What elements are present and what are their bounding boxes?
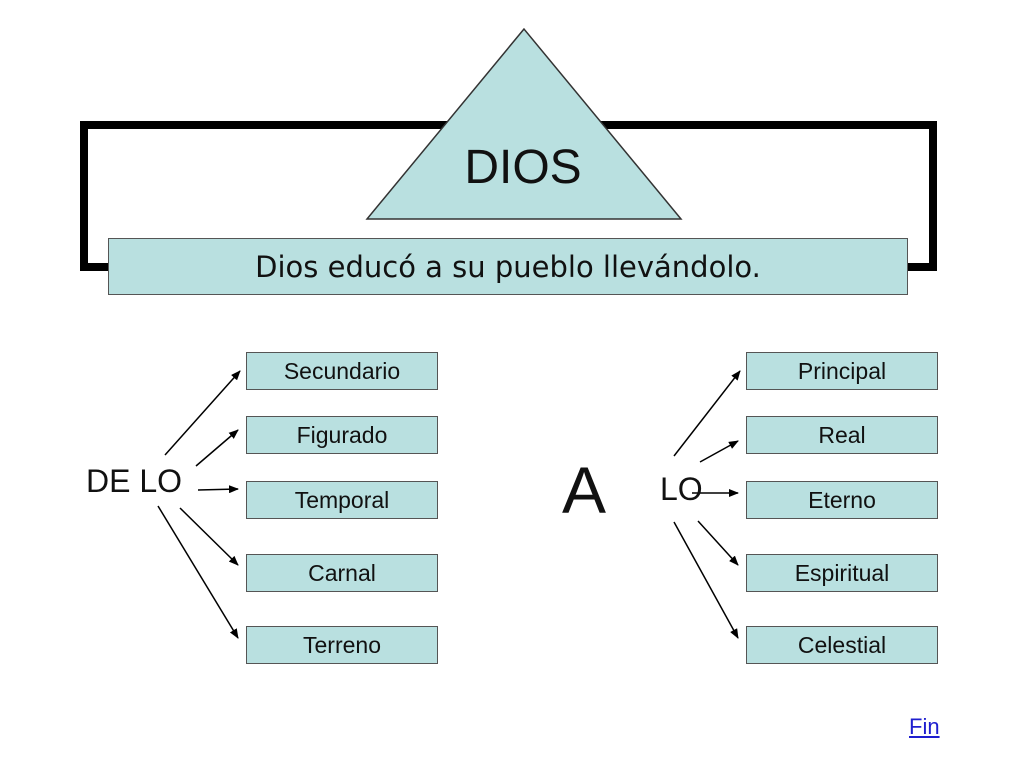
right-prefix: LO <box>660 471 703 507</box>
arrow-terreno <box>157 505 239 639</box>
dios-triangle <box>365 27 683 220</box>
arrow-carnal <box>179 507 239 566</box>
left-box-figurado: Figurado <box>246 416 438 454</box>
left-box-carnal: Carnal <box>246 554 438 592</box>
fin-link[interactable]: Fin <box>909 714 940 739</box>
left-prefix: DE LO <box>86 463 183 499</box>
arrow-temporal <box>197 485 239 494</box>
right-box-celestial: Celestial <box>746 626 938 664</box>
middle-connector: A <box>562 453 607 527</box>
right-arrows <box>673 370 741 639</box>
right-box-eterno: Eterno <box>746 481 938 519</box>
right-box-real: Real <box>746 416 938 454</box>
arrow-real <box>699 440 739 463</box>
left-box-secundario: Secundario <box>246 352 438 390</box>
arrow-celestial <box>673 521 739 639</box>
left-box-terreno: Terreno <box>246 626 438 664</box>
arrow-principal <box>673 370 741 457</box>
arrow-figurado <box>195 429 239 467</box>
dios-title: DIOS <box>464 141 582 194</box>
right-box-espiritual: Espiritual <box>746 554 938 592</box>
left-box-temporal: Temporal <box>246 481 438 519</box>
subtitle-banner: Dios educó a su pueblo llevándolo. <box>108 238 908 295</box>
right-box-principal: Principal <box>746 352 938 390</box>
left-arrows <box>157 370 241 639</box>
arrow-secundario <box>164 370 241 456</box>
arrow-espiritual <box>697 520 739 566</box>
